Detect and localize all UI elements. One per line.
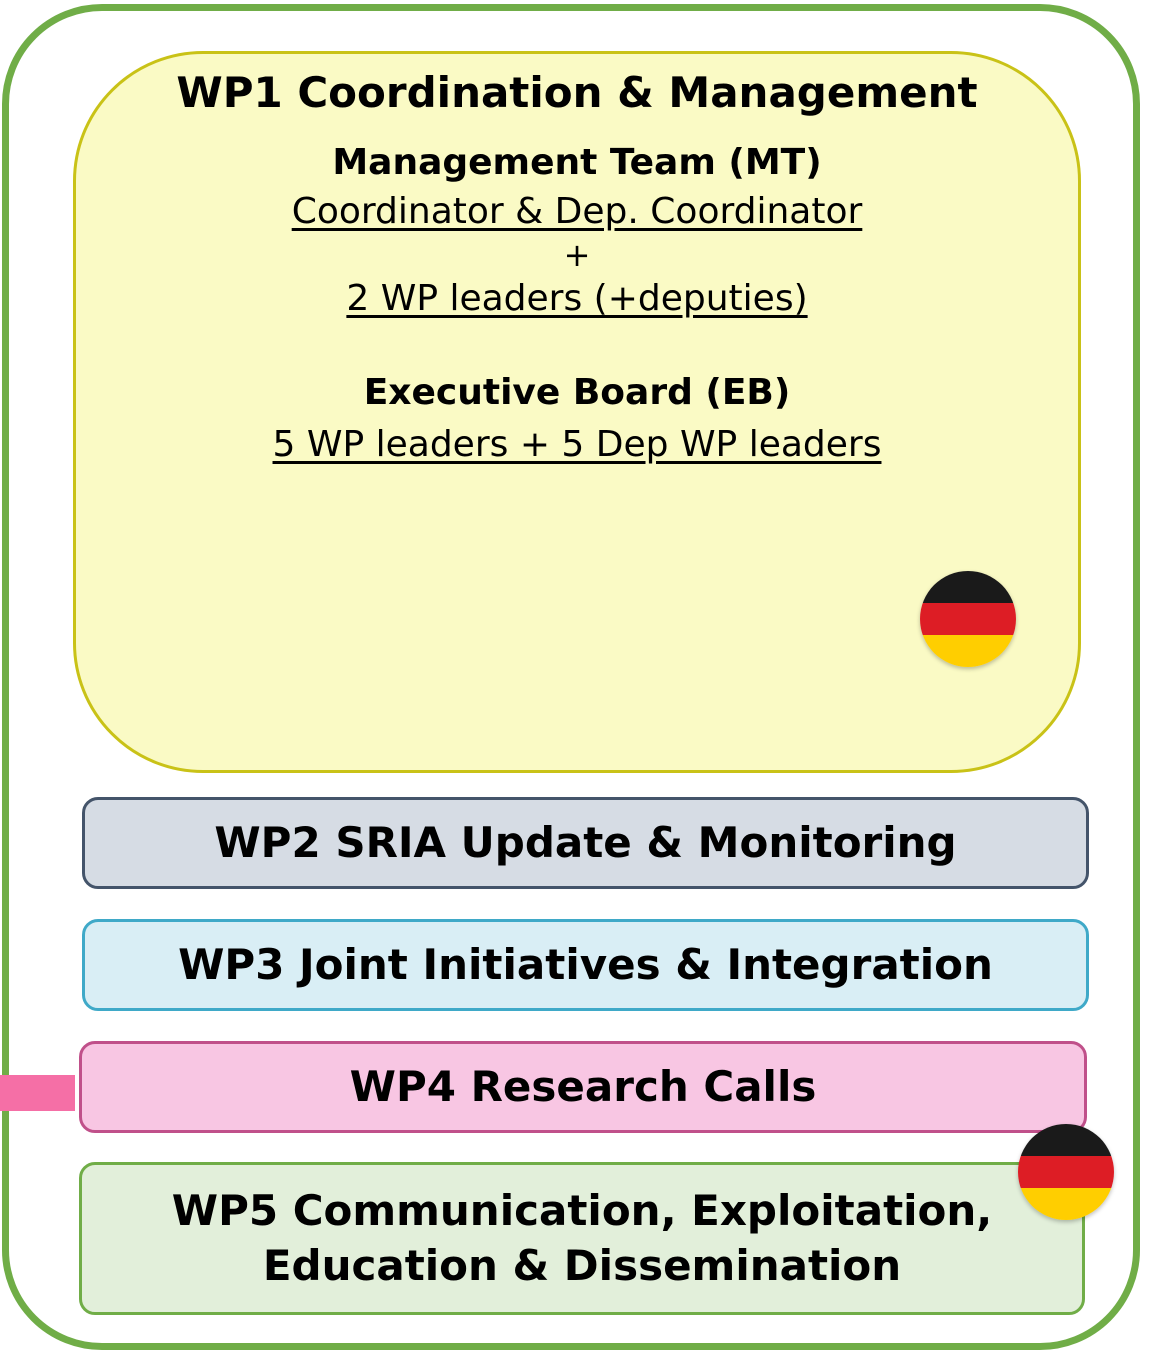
wp4-title: WP4 Research Calls	[349, 1061, 817, 1111]
wp4-box: WP4 Research Calls	[79, 1041, 1087, 1133]
wp5-box: WP5 Communication, Exploitation, Educati…	[79, 1162, 1085, 1315]
wp3-title: WP3 Joint Initiatives & Integration	[178, 939, 993, 989]
wp3-box: WP3 Joint Initiatives & Integration	[82, 919, 1089, 1011]
germany-flag-icon	[1018, 1124, 1114, 1220]
wp4-connector	[0, 1075, 75, 1111]
wp2-title: WP2 SRIA Update & Monitoring	[214, 817, 957, 867]
executive-board-heading: Executive Board (EB)	[363, 372, 791, 413]
wp1-title: WP1 Coordination & Management	[176, 68, 978, 117]
management-team-wp-leaders: 2 WP leaders (+deputies)	[346, 278, 808, 319]
management-team-heading: Management Team (MT)	[332, 142, 822, 183]
management-team-coordinators: Coordinator & Dep. Coordinator	[291, 191, 863, 232]
germany-flag-icon	[920, 571, 1016, 667]
executive-board-members: 5 WP leaders + 5 Dep WP leaders	[272, 424, 882, 465]
management-team-plus: +	[563, 236, 591, 274]
wp2-box: WP2 SRIA Update & Monitoring	[82, 797, 1089, 889]
wp1-box: WP1 Coordination & Management Management…	[73, 51, 1081, 773]
wp5-title-line1: WP5 Communication, Exploitation,	[171, 1185, 993, 1235]
wp5-title-line2: Education & Dissemination	[262, 1240, 902, 1290]
